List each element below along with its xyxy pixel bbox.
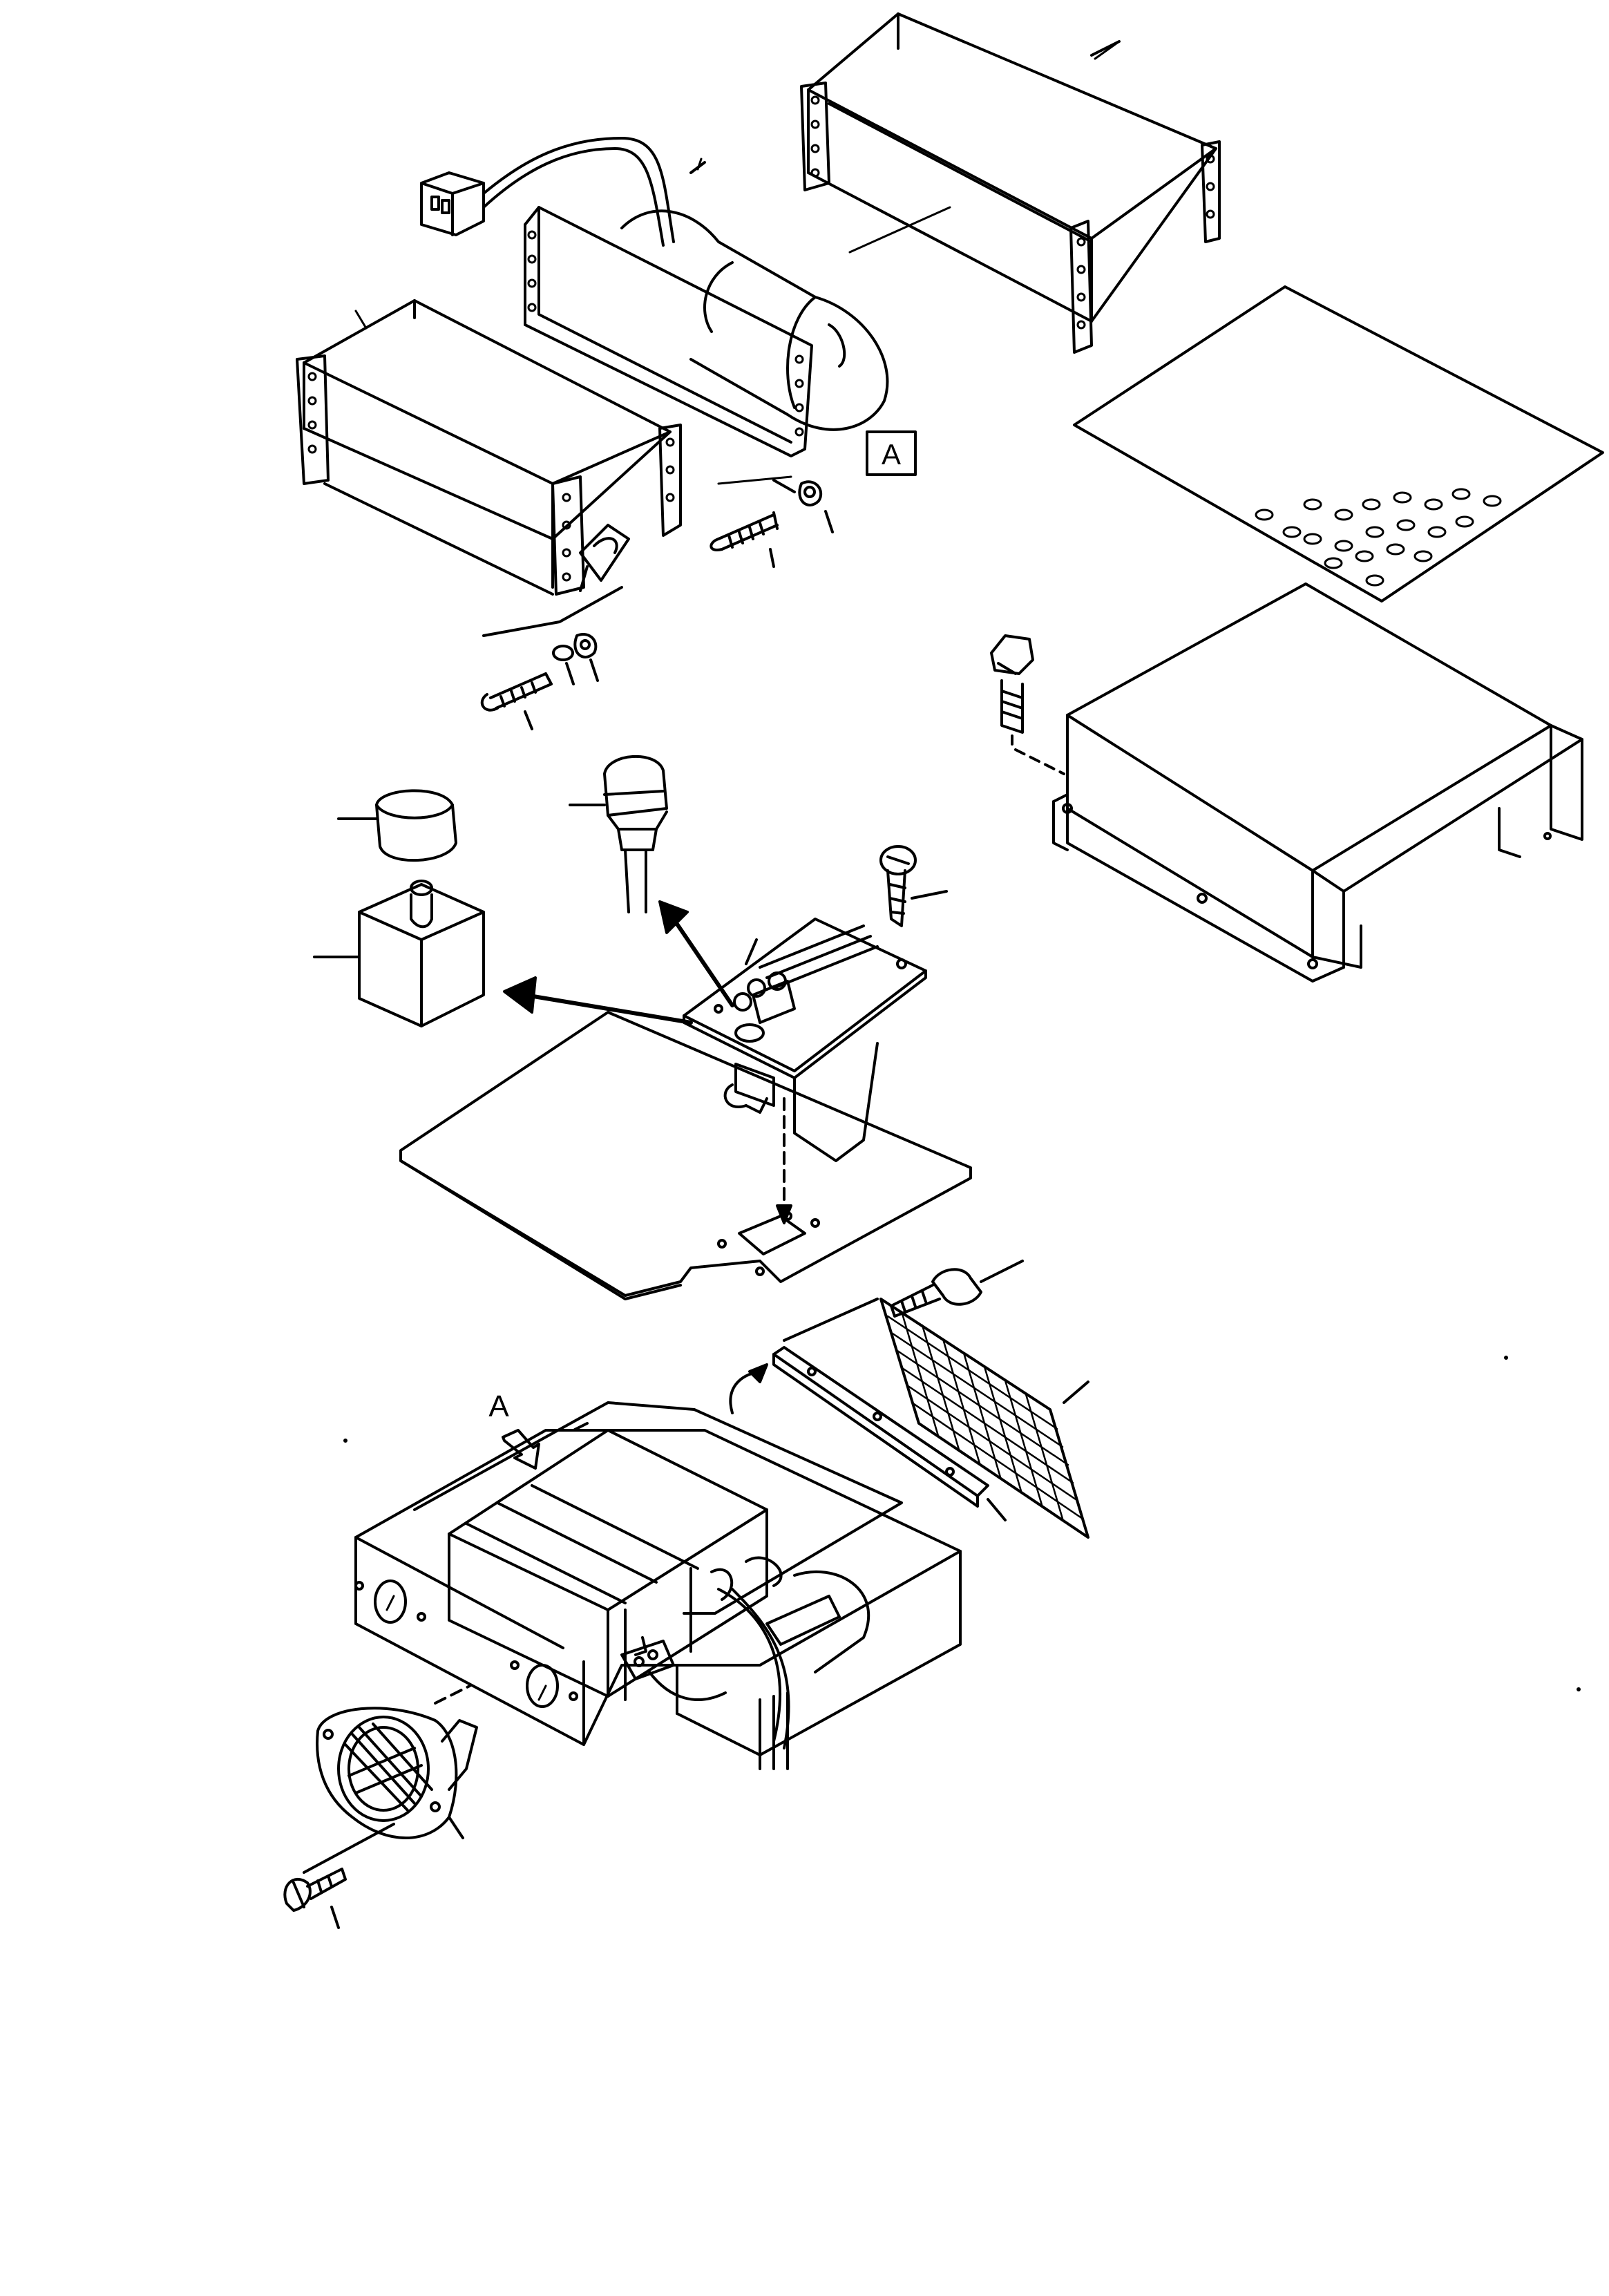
leader-line [848,206,951,254]
control-panel [683,918,927,1162]
round-louver [303,1685,478,1874]
cover-bolt [990,634,1065,775]
detail-arrow: A [488,1389,540,1470]
filter-sheet [1073,285,1604,603]
leader-line [1094,40,1121,60]
thumb-screw [879,845,948,927]
detail-arrow-label: A [488,1389,509,1423]
switch-body [313,880,485,1027]
arrow-to-switch [503,976,693,1025]
base-plate [399,1011,972,1300]
housing [354,1401,962,1756]
bolt-washer-nut-left [480,586,623,730]
top-cover [1052,582,1583,983]
knob-cap [337,789,457,862]
blower-motor [620,161,889,431]
bolt-nut-right [710,479,834,568]
leader-line [354,310,368,330]
mesh-grille [879,1298,1089,1539]
louver-screw [283,1868,347,1929]
frame-strip [729,1346,1007,1521]
mounting-plate [524,206,813,457]
arrow-to-lamp [658,900,734,1007]
grille-screw [783,1260,1024,1342]
leader-line [696,158,703,171]
scan-specks [343,1356,1581,1691]
leader-line [717,475,792,485]
inner-unit [448,1429,870,1770]
heater-core-right [800,12,1221,354]
wiring-connector [420,137,675,247]
pilot-lamp [569,755,668,913]
heater-core-left [296,299,682,596]
detail-box-label: A [882,438,901,471]
detail-box: A [866,430,917,476]
